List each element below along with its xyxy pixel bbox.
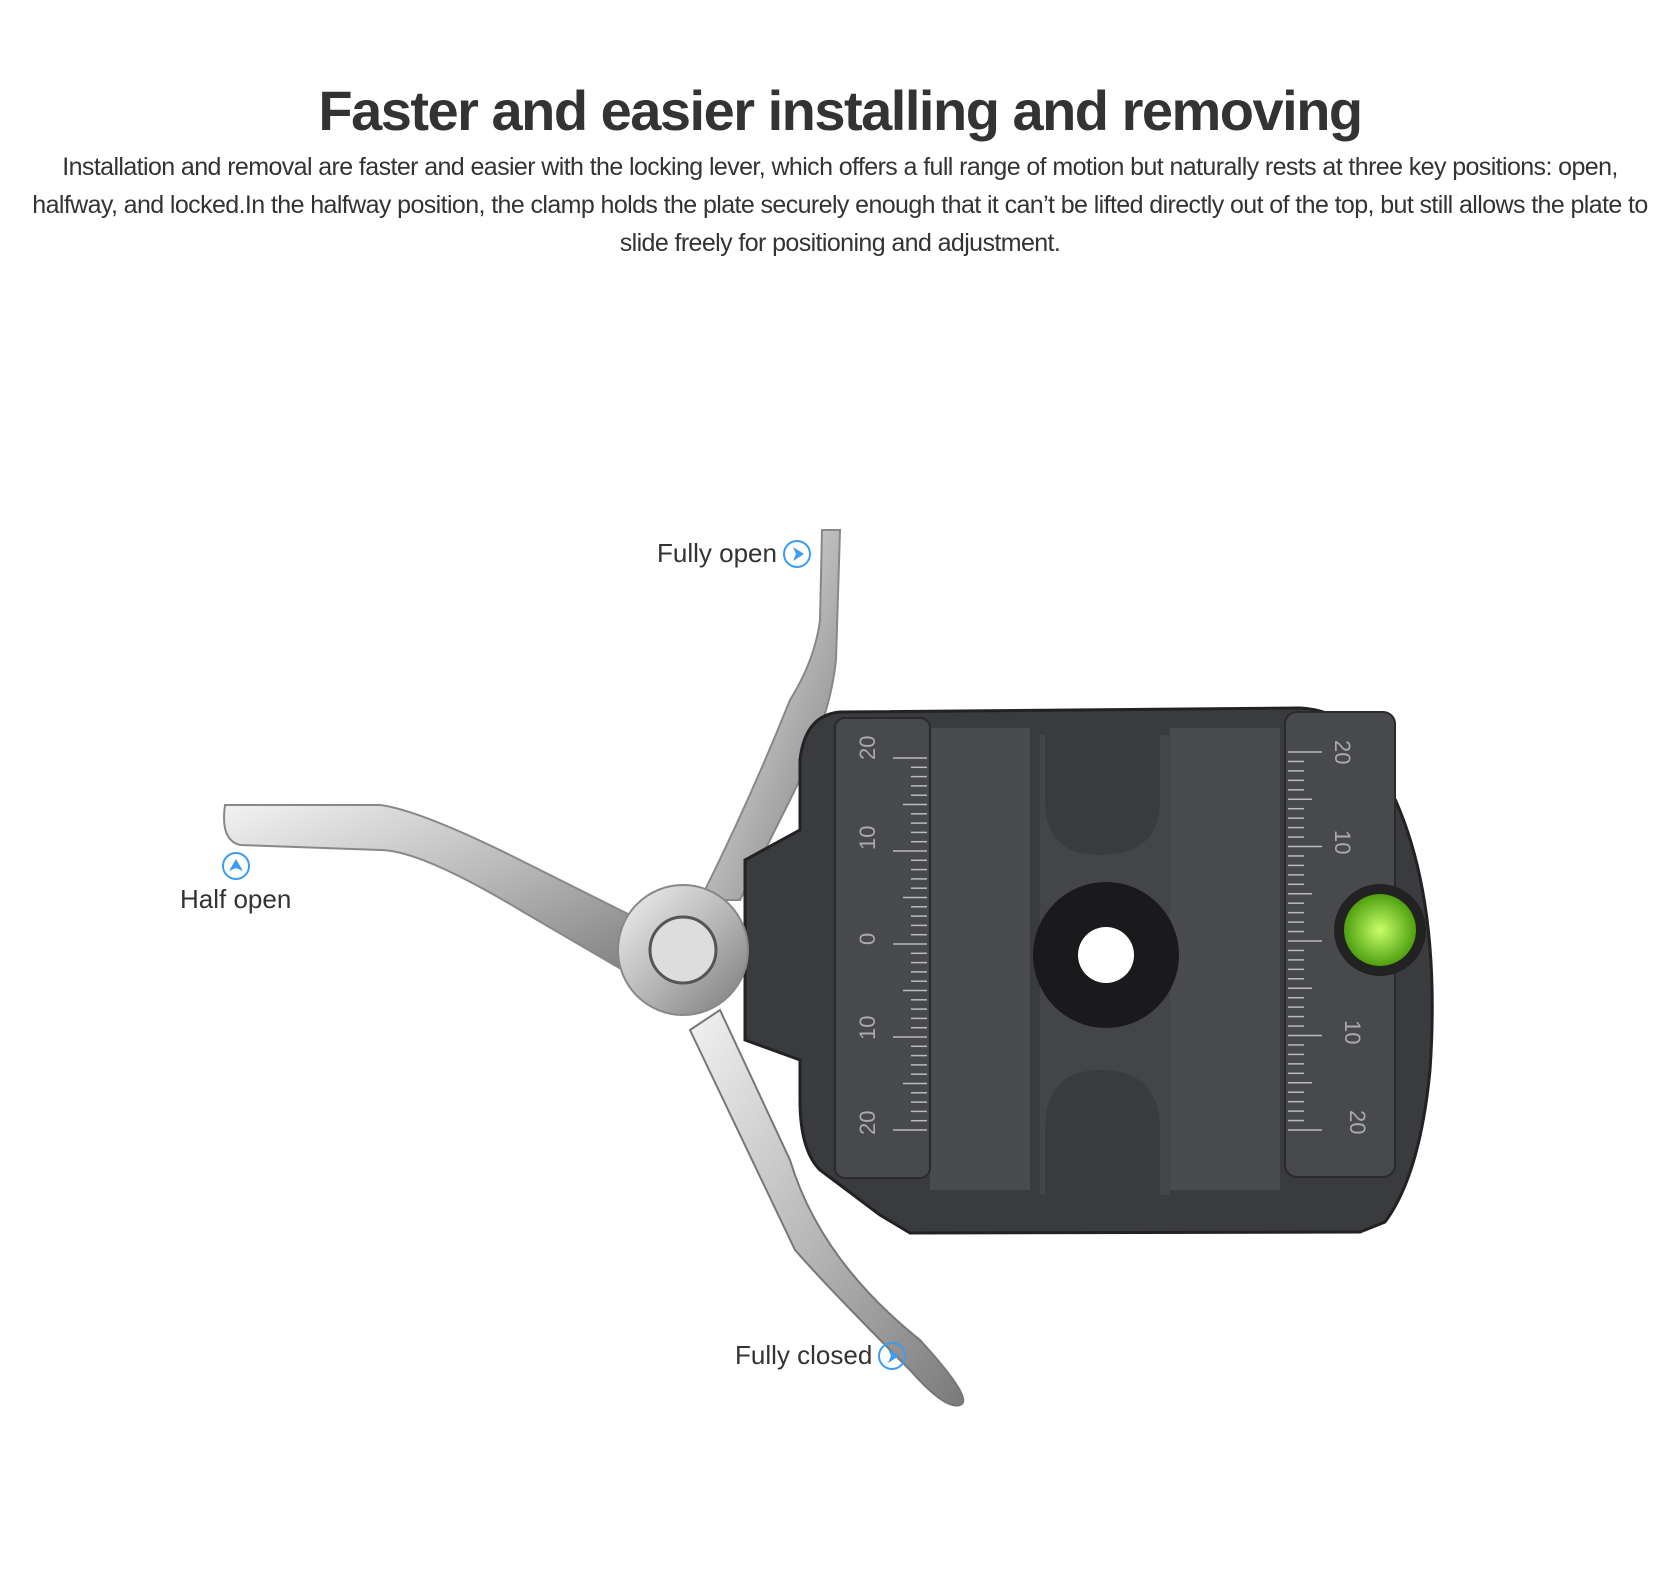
arrow-right-circle-icon (782, 539, 811, 568)
callout-label: Half open (180, 884, 292, 914)
callout-half-open: Half open (180, 852, 291, 915)
description: Installation and removal are faster and … (32, 153, 1648, 257)
scale-label: 10 (1340, 1020, 1365, 1044)
bubble-level (1344, 894, 1416, 966)
scale-label: 20 (1330, 740, 1355, 764)
page-title: Faster and easier installing and removin… (318, 79, 1363, 142)
scale-label: 10 (855, 1016, 880, 1040)
scale-label: 10 (1330, 830, 1355, 854)
scale-label: 20 (855, 1111, 880, 1135)
lever-half-open (223, 804, 662, 982)
lever-fully-closed (688, 1008, 965, 1407)
callout-fully-closed: Fully closed (735, 1340, 907, 1371)
scale-label: 10 (855, 826, 880, 850)
scale-label: 20 (1345, 1110, 1370, 1134)
callout-fully-open: Fully open (657, 538, 811, 569)
arrow-up-circle-icon (221, 852, 250, 880)
arrow-right-circle-icon (878, 1341, 907, 1370)
callout-label: Fully closed (735, 1340, 873, 1370)
scale-label: 0 (855, 933, 880, 945)
scale-label: 20 (855, 736, 880, 760)
callout-label: Fully open (657, 538, 777, 568)
